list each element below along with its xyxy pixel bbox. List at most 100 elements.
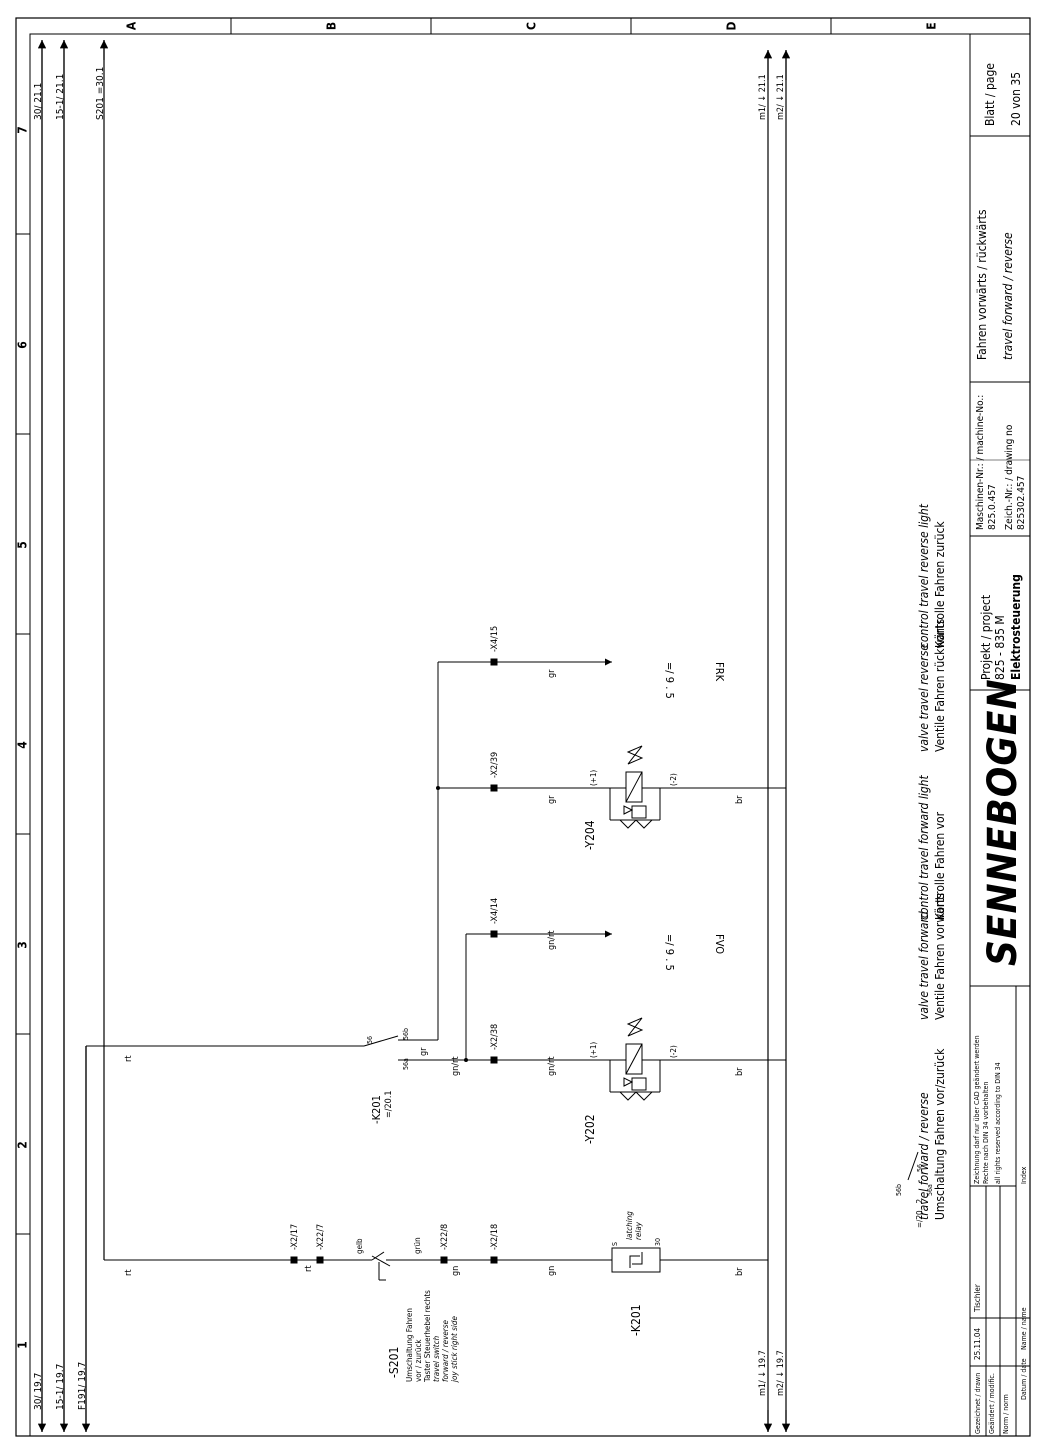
page-number: 20 von 35: [1009, 72, 1023, 126]
connector-labels: -X2/17 -X22/7 -X22/8 -X2/18 -X2/38 -X2/3…: [290, 626, 500, 1250]
svg-text:56: 56: [916, 1164, 924, 1172]
conn-x22-8: -X22/8: [440, 1224, 450, 1250]
k201-contact-label: -K201: [370, 1095, 383, 1124]
k201-pin-56b: 56b: [402, 1028, 410, 1040]
wire-gruen: grün: [413, 1237, 422, 1254]
svg-text:Index: Index: [1020, 1166, 1028, 1184]
svg-text:Blatt / page: Blatt / page: [983, 63, 997, 126]
fvo-ref: =/ 9 . 5: [663, 934, 676, 971]
y202-label: -Y202: [583, 1114, 597, 1144]
sheet-title-en: travel forward / reverse: [1001, 232, 1015, 360]
svg-text:Ventile Fahren vorwärts: Ventile Fahren vorwärts: [933, 893, 947, 1020]
wire-br-2: br: [735, 1067, 745, 1076]
wire-gnrt-2: gn/rt: [547, 1056, 557, 1076]
column-labels: A B C D E: [125, 21, 939, 30]
grid-col-d: D: [725, 21, 739, 30]
svg-text:825 - 835 M: 825 - 835 M: [993, 615, 1007, 680]
svg-text:Elektrosteuerung: Elektrosteuerung: [1009, 574, 1023, 680]
grid-col-b: B: [325, 22, 339, 30]
junction-dots: [436, 786, 468, 1062]
svg-text:travel switch: travel switch: [432, 1335, 441, 1382]
wire-gelb: gelb: [355, 1238, 364, 1254]
conn-x4-15: -X4/15: [490, 626, 500, 652]
k201-coil: [611, 1247, 661, 1273]
wire-rt-1: rt: [124, 1270, 134, 1277]
k201-pin-56a: 56a: [402, 1058, 410, 1070]
conn-x2-18: -X2/18: [490, 1224, 500, 1250]
rail-15-bottom: 15-1/ 19.7: [55, 1364, 66, 1410]
rail-15-top: 15-1/ 21.1: [55, 74, 66, 120]
grid-row-2: 2: [16, 1141, 30, 1149]
svg-text:Zeichnung darf nur über CAD ge: Zeichnung darf nur über CAD geändert wer…: [973, 1035, 981, 1184]
rail-m2-bottom: m2/ ↓ 19.7: [776, 1350, 786, 1396]
y202-plus: (+1): [589, 1042, 598, 1058]
wire-rt-3: rt: [304, 1266, 314, 1273]
conn-x2-39: -X2/39: [490, 752, 500, 778]
svg-text:Name / name: Name / name: [1020, 1307, 1028, 1350]
wire-gr-1: gr: [547, 795, 557, 804]
y204-label: -Y204: [583, 820, 597, 850]
wire-br-1: br: [735, 1267, 745, 1276]
s201-description: Umschaltung Fahren vor / zurück Taster S…: [405, 1290, 459, 1383]
k201-note-2: relay: [634, 1221, 643, 1240]
valve-y204: [609, 745, 661, 829]
svg-text:vor / zurück: vor / zurück: [414, 1339, 423, 1382]
wire-gr-k: gr: [419, 1047, 429, 1056]
s201-switch: [371, 1255, 391, 1281]
svg-text:control travel forward light: control travel forward light: [917, 774, 931, 920]
svg-text:Datum / date: Datum / date: [1020, 1358, 1028, 1400]
y204-plus: (+1): [589, 770, 598, 786]
svg-text:control travel reverse light: control travel reverse light: [917, 503, 931, 648]
drawing-frame: [15, 17, 1031, 1437]
company-logo: SENNEBOGEN: [980, 678, 1026, 966]
y204-minus: (-2): [669, 773, 678, 786]
grid-col-c: C: [525, 22, 539, 30]
circuit-descriptions: Umschaltung Fahren vor/zurück travel for…: [917, 503, 947, 1220]
rail-30-top: 30/ 21.1: [33, 83, 44, 120]
grid-row-7: 7: [16, 126, 30, 134]
svg-text:Rechte nach DIN 34 vorbehalten: Rechte nach DIN 34 vorbehalten: [982, 1082, 990, 1184]
wire-gn-2: gn: [547, 1266, 557, 1276]
sheet-title-de: Fahren vorwärts / rückwärts: [975, 209, 989, 360]
grid-row-6: 6: [16, 341, 30, 349]
frk-name: FRK: [713, 662, 726, 682]
drawn-name: Tischler: [973, 1284, 982, 1313]
wire-gnrt-3: gn/rt: [547, 930, 557, 950]
title-block: [969, 34, 1030, 1436]
svg-text:Taster Steuerhebel rechts: Taster Steuerhebel rechts: [423, 1290, 432, 1383]
conn-x2-17: -X2/17: [290, 1224, 300, 1250]
wire-br-3: br: [735, 795, 745, 804]
drawn-date: 25.11.04: [973, 1328, 982, 1360]
s201-label: -S201: [387, 1347, 401, 1378]
svg-text:valve travel forward: valve travel forward: [917, 911, 931, 1020]
k201-pin-30: 30: [654, 1238, 662, 1246]
wire-color-tags: rt rt rt gelb grün gn gn br gn/rt gn/rt …: [124, 669, 745, 1276]
wire-gr-2: gr: [547, 669, 557, 678]
svg-text:Projekt / project: Projekt / project: [979, 595, 993, 680]
svg-text:all rights reserved according: all rights reserved according to DIN 34: [994, 1062, 1002, 1184]
rail-s201-top: S201 =30.1: [95, 67, 106, 120]
svg-text:Zeich.-Nr.: / drawing no: Zeich.-Nr.: / drawing no: [1004, 424, 1015, 530]
grid-row-1: 1: [16, 1341, 30, 1349]
valve-y202: [609, 1017, 661, 1101]
connector-pins: [290, 658, 498, 1264]
svg-text:825.0.457: 825.0.457: [987, 484, 998, 530]
svg-text:forward / reverse: forward / reverse: [441, 1320, 450, 1382]
svg-text:=/20 . 2: =/20 . 2: [915, 1199, 924, 1228]
rail-f191-bottom: F191/ 19.7: [77, 1362, 88, 1410]
k201-pin-s: S: [611, 1242, 619, 1246]
svg-text:travel forward / reverse: travel forward / reverse: [917, 1092, 931, 1220]
y202-minus: (-2): [669, 1045, 678, 1058]
wire-rt-2: rt: [124, 1056, 134, 1063]
wire-gnrt-1: gn/rt: [451, 1056, 461, 1076]
svg-text:Kontrolle Fahren zurück: Kontrolle Fahren zurück: [933, 521, 947, 648]
conn-x4-14: -X4/14: [490, 898, 500, 924]
grid-row-3: 3: [16, 941, 30, 949]
wiring: [86, 658, 786, 1261]
svg-text:Norm / norm: Norm / norm: [1002, 1394, 1010, 1434]
grid-col-e: E: [925, 22, 939, 29]
frk-ref: =/ 9 . 5: [663, 662, 676, 699]
k201-xref: =/20 . 2 56b 56 56a: [895, 1151, 934, 1228]
svg-text:Gezeichnet / drawn: Gezeichnet / drawn: [974, 1373, 982, 1434]
svg-text:Geändert / modific.: Geändert / modific.: [988, 1373, 996, 1434]
